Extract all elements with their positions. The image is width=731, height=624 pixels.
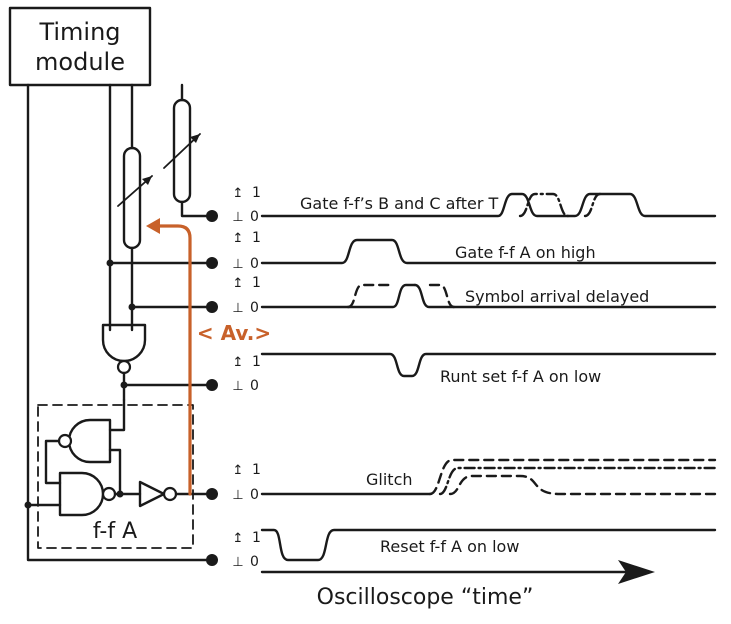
- svg-text:⊥: ⊥: [232, 379, 243, 394]
- svg-text:⊥: ⊥: [232, 555, 243, 570]
- svg-text:⊥: ⊥: [232, 257, 243, 272]
- branch-taps: [106, 259, 214, 311]
- svg-text:0: 0: [250, 256, 259, 272]
- module-wires: [26, 83, 214, 562]
- svg-text:↥: ↥: [233, 531, 244, 546]
- delay-element-top: [163, 98, 201, 204]
- channel-3-label: Symbol arrival delayed: [465, 287, 649, 306]
- channel-2-trace: Gate f-f A on high: [260, 238, 717, 265]
- svg-text:1: 1: [252, 354, 261, 370]
- channel-1-trace: Gate f-f’s B and C after T: [260, 192, 717, 218]
- ff-gates: [24, 398, 214, 517]
- svg-text:⊥: ⊥: [232, 301, 243, 316]
- channel-1-label: Gate f-f’s B and C after T: [300, 194, 499, 213]
- average-arrow: < Av.>: [146, 218, 271, 496]
- level-markers: ↥ 1 ⊥ 0 ↥ 1 ⊥ 0 ↥ 1 ⊥ 0 ↥ 1 ⊥ 0 ↥ 1 ⊥ 0 …: [232, 185, 261, 570]
- svg-text:0: 0: [250, 378, 259, 394]
- probe-points: [206, 210, 218, 566]
- ff-a-block: f-f A: [37, 404, 194, 549]
- channel-5-trace: Glitch: [260, 458, 717, 496]
- channel-2-label: Gate f-f A on high: [455, 243, 596, 262]
- channel-4-label: Runt set f-f A on low: [440, 367, 601, 386]
- svg-text:1: 1: [252, 462, 261, 478]
- average-label: < Av.>: [197, 321, 271, 345]
- timing-module: Timing module: [8, 6, 152, 87]
- svg-text:1: 1: [252, 275, 261, 291]
- svg-text:0: 0: [250, 554, 259, 570]
- svg-text:0: 0: [250, 487, 259, 503]
- svg-text:⊥: ⊥: [232, 488, 243, 503]
- channel-3-trace: Symbol arrival delayed: [260, 283, 717, 309]
- time-axis-label: Oscilloscope “time”: [317, 585, 534, 610]
- svg-text:↥: ↥: [233, 463, 244, 478]
- svg-text:1: 1: [252, 185, 261, 201]
- svg-text:⊥: ⊥: [232, 210, 243, 225]
- svg-text:↥: ↥: [233, 276, 244, 291]
- channel-6-label: Reset f-f A on low: [380, 537, 519, 556]
- channel-4-trace: Runt set f-f A on low: [260, 352, 717, 386]
- svg-text:0: 0: [250, 300, 259, 316]
- svg-text:1: 1: [252, 530, 261, 546]
- ff-a-label: f-f A: [93, 519, 137, 544]
- time-axis: Oscilloscope “time”: [260, 560, 655, 610]
- timing-module-label-line2: module: [35, 48, 125, 76]
- delay-element-middle: [117, 146, 153, 250]
- svg-text:↥: ↥: [233, 186, 244, 201]
- svg-text:↥: ↥: [233, 231, 244, 246]
- nand-gate-main: [101, 323, 214, 402]
- channel-5-label: Glitch: [366, 470, 413, 489]
- svg-text:1: 1: [252, 230, 261, 246]
- svg-text:0: 0: [250, 209, 259, 225]
- timing-module-label-line1: Timing: [38, 18, 120, 46]
- svg-text:↥: ↥: [233, 355, 244, 370]
- channel-6-trace: Reset f-f A on low: [260, 528, 717, 562]
